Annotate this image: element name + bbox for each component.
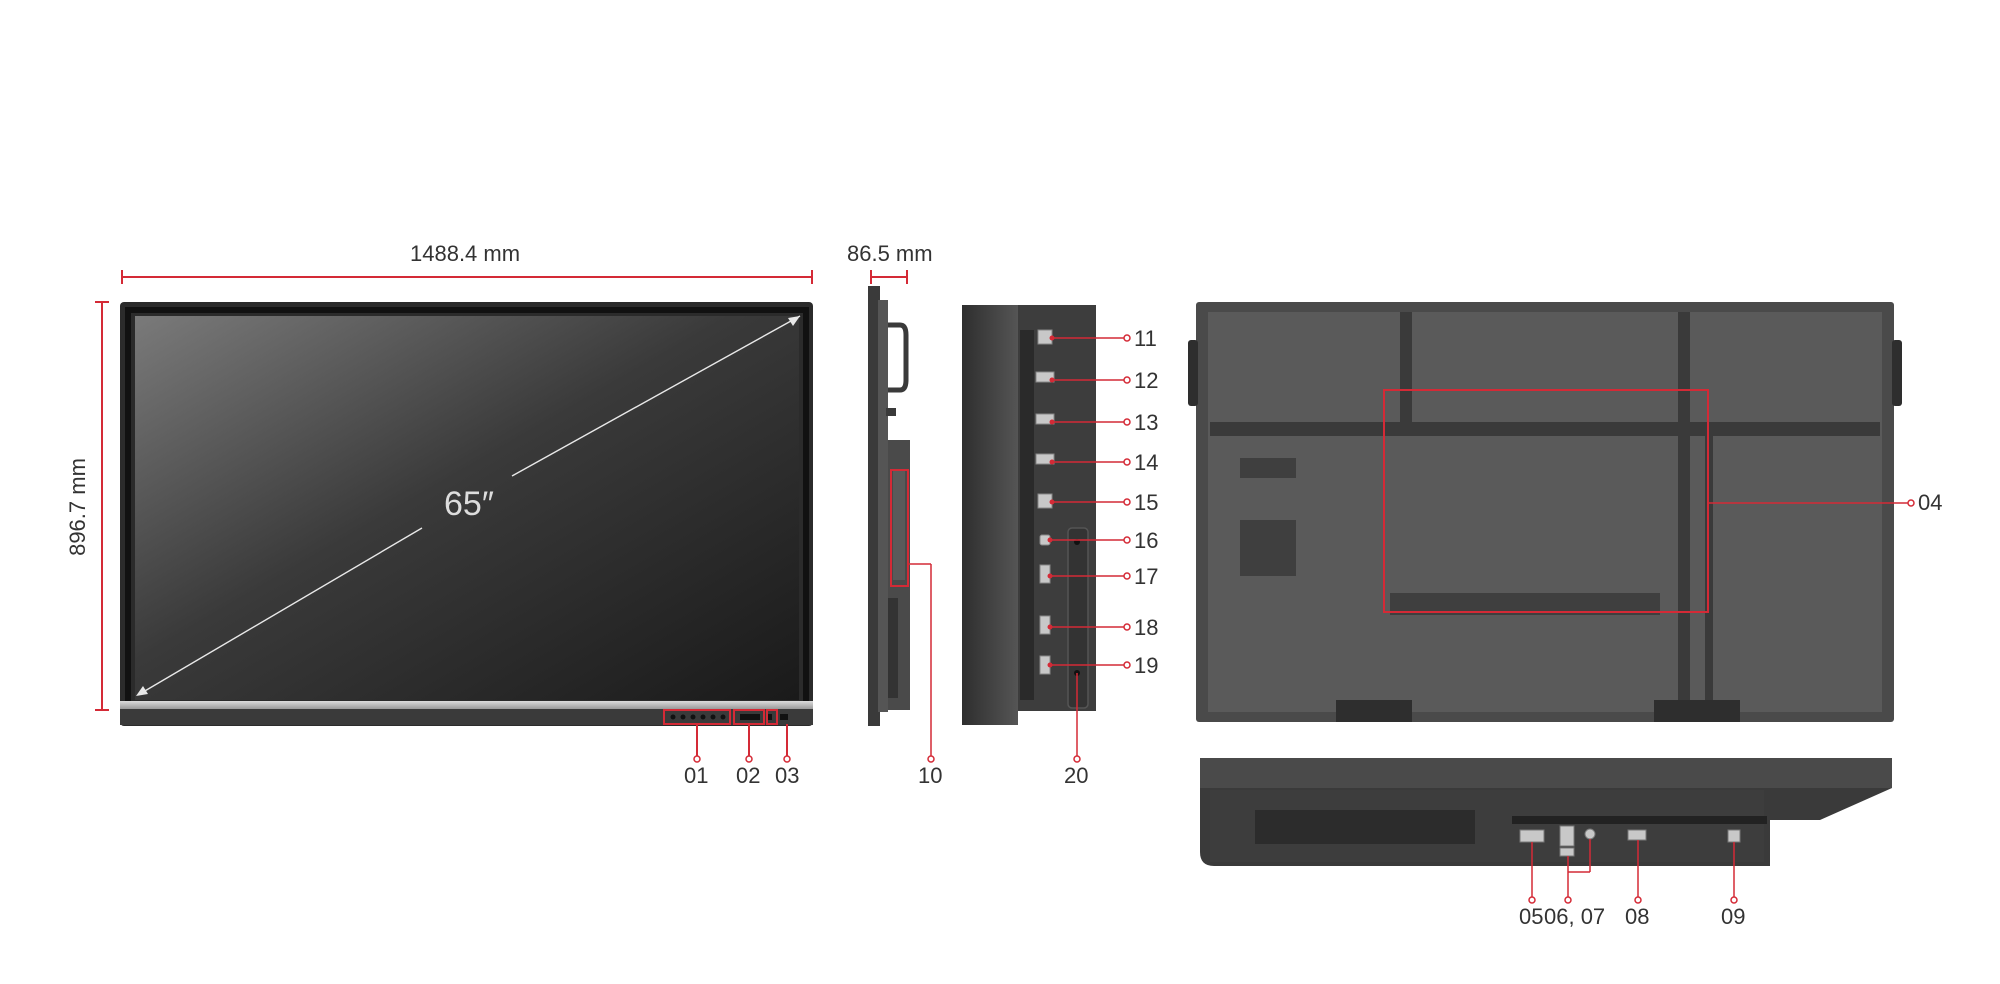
callout-box-03 xyxy=(766,709,778,725)
callout-dot-0607 xyxy=(1564,896,1572,904)
callout-label-18: 18 xyxy=(1134,615,1159,640)
depth-dimension-label: 86.5 mm xyxy=(847,241,933,266)
callout-label-17: 17 xyxy=(1134,564,1159,589)
front-screen xyxy=(135,316,799,700)
callout-label-02: 02 xyxy=(736,763,761,788)
back-view xyxy=(1188,302,1915,722)
callout-dot-08 xyxy=(1634,896,1642,904)
bottom-view xyxy=(1200,758,1892,904)
callout-dot-05 xyxy=(1528,896,1536,904)
callout-dot-11 xyxy=(1123,334,1131,342)
callout-label-09: 09 xyxy=(1721,904,1746,929)
callout-dot-15 xyxy=(1123,498,1131,506)
callout-dot-18 xyxy=(1123,623,1131,631)
callout-label-12: 12 xyxy=(1134,368,1159,393)
callout-dot-13 xyxy=(1123,418,1131,426)
callout-label-03: 03 xyxy=(775,763,800,788)
callout-label-04: 04 xyxy=(1918,490,1943,515)
height-dimension-label: 896.7 mm xyxy=(65,458,90,556)
callout-label-20: 20 xyxy=(1064,763,1089,788)
callout-label-13: 13 xyxy=(1134,410,1159,435)
callout-dot-10 xyxy=(927,755,935,763)
callout-dot-04 xyxy=(1907,499,1915,507)
callout-dot-16 xyxy=(1123,536,1131,544)
callout-dot-17 xyxy=(1123,572,1131,580)
callout-label-10: 10 xyxy=(918,763,943,788)
diagonal-arrow xyxy=(136,315,801,696)
callout-label-05: 05 xyxy=(1519,904,1544,929)
height-dimension-line xyxy=(95,301,109,711)
callout-label-11: 11 xyxy=(1134,326,1157,351)
side-port-panel xyxy=(962,305,1131,763)
callout-label-15: 15 xyxy=(1134,490,1159,515)
front-buttons xyxy=(670,714,788,720)
callout-label-0607: 06, 07 xyxy=(1544,904,1606,929)
callout-dot-12 xyxy=(1123,376,1131,384)
width-dimension-line xyxy=(121,270,813,284)
callout-dot-01 xyxy=(693,755,701,763)
side-profile-view xyxy=(868,270,935,763)
diagonal-size-label: 65″ xyxy=(444,485,494,523)
callout-box-10 xyxy=(890,469,909,587)
callout-dot-02 xyxy=(745,755,753,763)
callout-label-01: 01 xyxy=(684,763,709,788)
callout-label-16: 16 xyxy=(1134,528,1159,553)
front-bottom-strip xyxy=(120,701,813,709)
callout-label-08: 08 xyxy=(1625,904,1650,929)
depth-dimension-line xyxy=(870,270,908,284)
callout-label-14: 14 xyxy=(1134,450,1159,475)
callout-dot-14 xyxy=(1123,458,1131,466)
callout-dot-20 xyxy=(1073,755,1081,763)
width-dimension-label: 1488.4 mm xyxy=(410,241,521,266)
callout-label-19: 19 xyxy=(1134,653,1159,678)
callout-box-04 xyxy=(1383,389,1709,613)
callout-dot-19 xyxy=(1123,661,1131,669)
front-view xyxy=(95,270,813,763)
callout-dot-03 xyxy=(783,755,791,763)
callout-dot-09 xyxy=(1730,896,1738,904)
